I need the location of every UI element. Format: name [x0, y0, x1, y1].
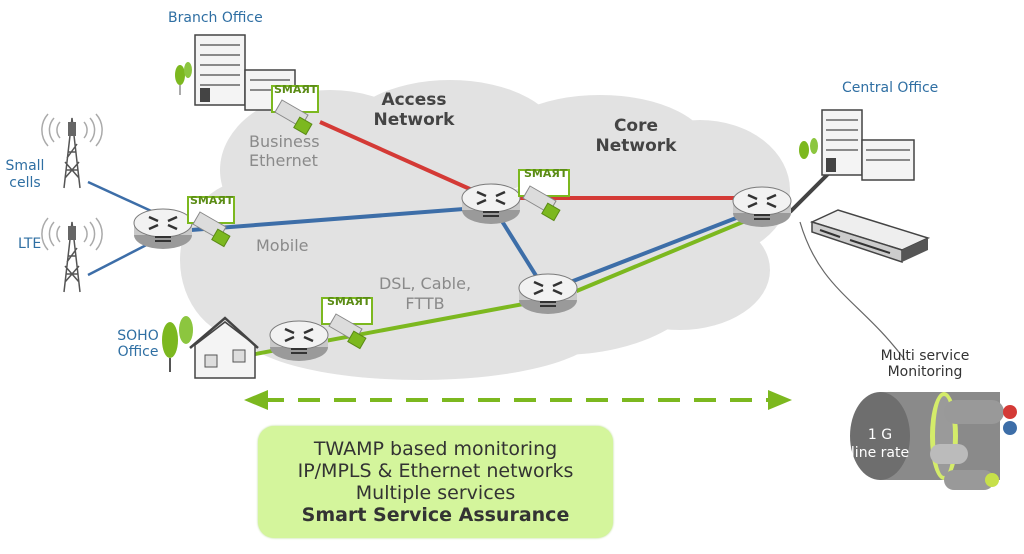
business-ethernet-label: Business Ethernet — [249, 132, 320, 170]
smart-tag-mobile: SMAЯT — [190, 194, 234, 207]
business-link-red — [319, 120, 491, 200]
summary-line-4: Smart Service Assurance — [301, 504, 570, 526]
branch-office-label: Branch Office — [168, 10, 263, 26]
smart-tag-soho: SMAЯT — [327, 295, 371, 308]
access-network-label: Access Network — [373, 90, 455, 130]
soho-house-icon — [162, 316, 259, 379]
lte-tower-icon — [41, 217, 103, 293]
lte-label: LTE — [18, 236, 42, 252]
summary-line-3: Multiple services — [355, 482, 516, 504]
soho-router — [268, 319, 330, 363]
mobile-edge-router — [132, 207, 194, 251]
line-rate-label: 1 G line rate — [850, 427, 910, 461]
central-office-link — [788, 170, 832, 214]
summary-line-2: IP/MPLS & Ethernet networks — [297, 460, 574, 482]
core-router — [517, 272, 579, 316]
monitoring-server-icon — [809, 209, 931, 264]
branch-office-building-icon — [175, 34, 296, 111]
smart-probe-mobile — [187, 196, 235, 248]
dsl-cable-fttb-label: DSL, Cable, FTTB — [378, 274, 472, 313]
smart-tag-core: SMAЯT — [524, 167, 568, 180]
small-cell-link — [87, 180, 161, 217]
smart-tag-business: SMAЯT — [274, 83, 318, 96]
central-office-label: Central Office — [842, 80, 939, 96]
soho-office-label: SOHO Office — [117, 328, 159, 360]
mobile-label: Mobile — [256, 236, 309, 255]
central-office-building-icon — [799, 109, 915, 181]
summary-line-1: TWAMP based monitoring — [313, 438, 558, 460]
smart-probe-core — [518, 169, 570, 222]
end-to-end-arrow — [244, 390, 792, 410]
broadband-link-green — [554, 212, 763, 302]
core-network-label: Core Network — [595, 116, 677, 156]
multi-service-monitoring-label: Multi service Monitoring — [880, 348, 970, 380]
smart-probe-business — [271, 85, 319, 136]
small-cell-tower-icon — [41, 113, 103, 189]
core-link-blue-2 — [554, 206, 763, 290]
small-cells-label: Small cells — [5, 158, 45, 191]
central-office-router — [731, 185, 793, 229]
cable-bundle-icon — [850, 392, 1017, 490]
access-core-router — [460, 182, 522, 226]
monitoring-cable — [799, 221, 906, 361]
summary-box: TWAMP based monitoring IP/MPLS & Etherne… — [258, 426, 613, 538]
smart-probe-soho — [321, 297, 373, 350]
